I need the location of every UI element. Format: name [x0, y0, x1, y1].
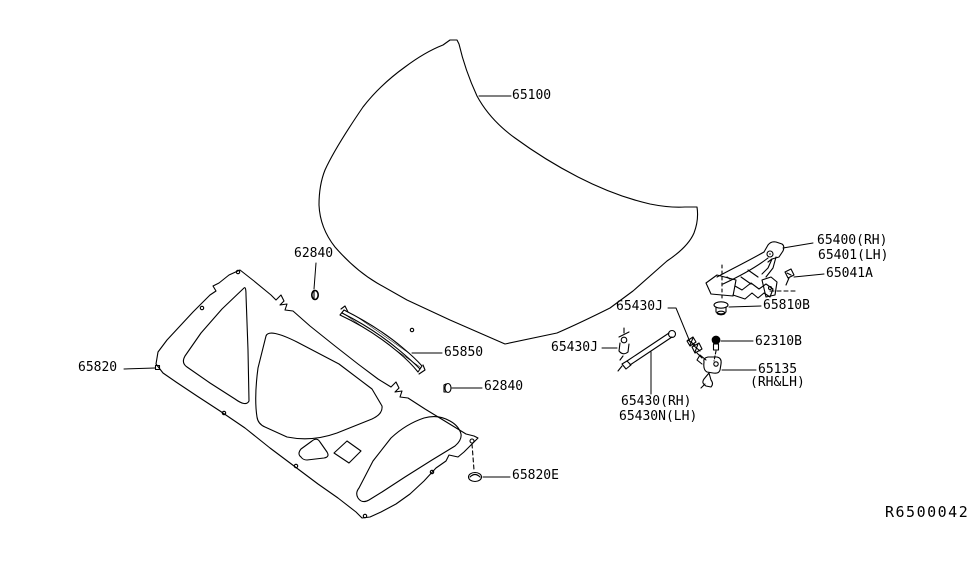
hood-stay-drawing: [618, 331, 676, 372]
label-hood-panel[interactable]: 65100: [512, 88, 552, 103]
label-insulator[interactable]: 65820: [78, 360, 118, 375]
label-stay-lh[interactable]: 65430N(LH): [619, 409, 698, 424]
clip-top-drawing: [312, 291, 318, 300]
bumper-rubber-drawing: [714, 302, 728, 315]
leader-65430J-top: [668, 308, 690, 342]
insulator-drawing: [156, 270, 479, 518]
leader-65810B: [729, 306, 761, 307]
stay-ball-end: [669, 331, 676, 338]
leader-62840-top: [314, 263, 316, 289]
label-lock-bracket-side[interactable]: (RH&LH): [750, 375, 805, 390]
leader-65041A: [794, 274, 824, 277]
hinge-pivot-bolt: [767, 251, 773, 257]
label-seal-rubber[interactable]: 65850: [444, 345, 484, 360]
label-clip-top[interactable]: 62840: [294, 246, 334, 261]
clip-mid-drawing: [444, 384, 451, 393]
label-stay-rh[interactable]: 65430(RH): [621, 394, 692, 409]
insulator-grommet-drawing: [469, 444, 482, 482]
diagram-ref-code: R6500042: [885, 503, 970, 521]
hood-hinge-drawing: [706, 242, 798, 300]
leader-lines: [124, 96, 824, 477]
lock-bracket-drawing: [697, 355, 721, 388]
label-clip-mid[interactable]: 62840: [484, 379, 524, 394]
lock-bolt-drawing: [712, 336, 720, 361]
label-hinge-rh[interactable]: 65400(RH): [817, 233, 888, 248]
hinge-bolt-drawing: [785, 269, 794, 285]
stay-foot: [622, 361, 631, 369]
label-bumper-rubber[interactable]: 65810B: [763, 298, 810, 313]
seal-rubber-drawing: [340, 306, 425, 374]
label-hinge-bolt[interactable]: 65041A: [826, 266, 873, 281]
leader-65820: [124, 368, 155, 369]
leader-65400: [783, 243, 813, 248]
label-stay-clip-top[interactable]: 65430J: [616, 299, 663, 314]
hood-panel-drawing: [319, 40, 698, 344]
label-hinge-lh[interactable]: 65401(LH): [818, 248, 889, 263]
stay-clip-left-drawing: [619, 328, 629, 360]
insulator-hole-square: [156, 366, 160, 370]
label-stay-clip-left[interactable]: 65430J: [551, 340, 598, 355]
label-lock-bolt[interactable]: 62310B: [755, 334, 802, 349]
label-lock-bracket[interactable]: 65135: [758, 362, 798, 377]
label-insulator-grommet[interactable]: 65820E: [512, 468, 559, 483]
